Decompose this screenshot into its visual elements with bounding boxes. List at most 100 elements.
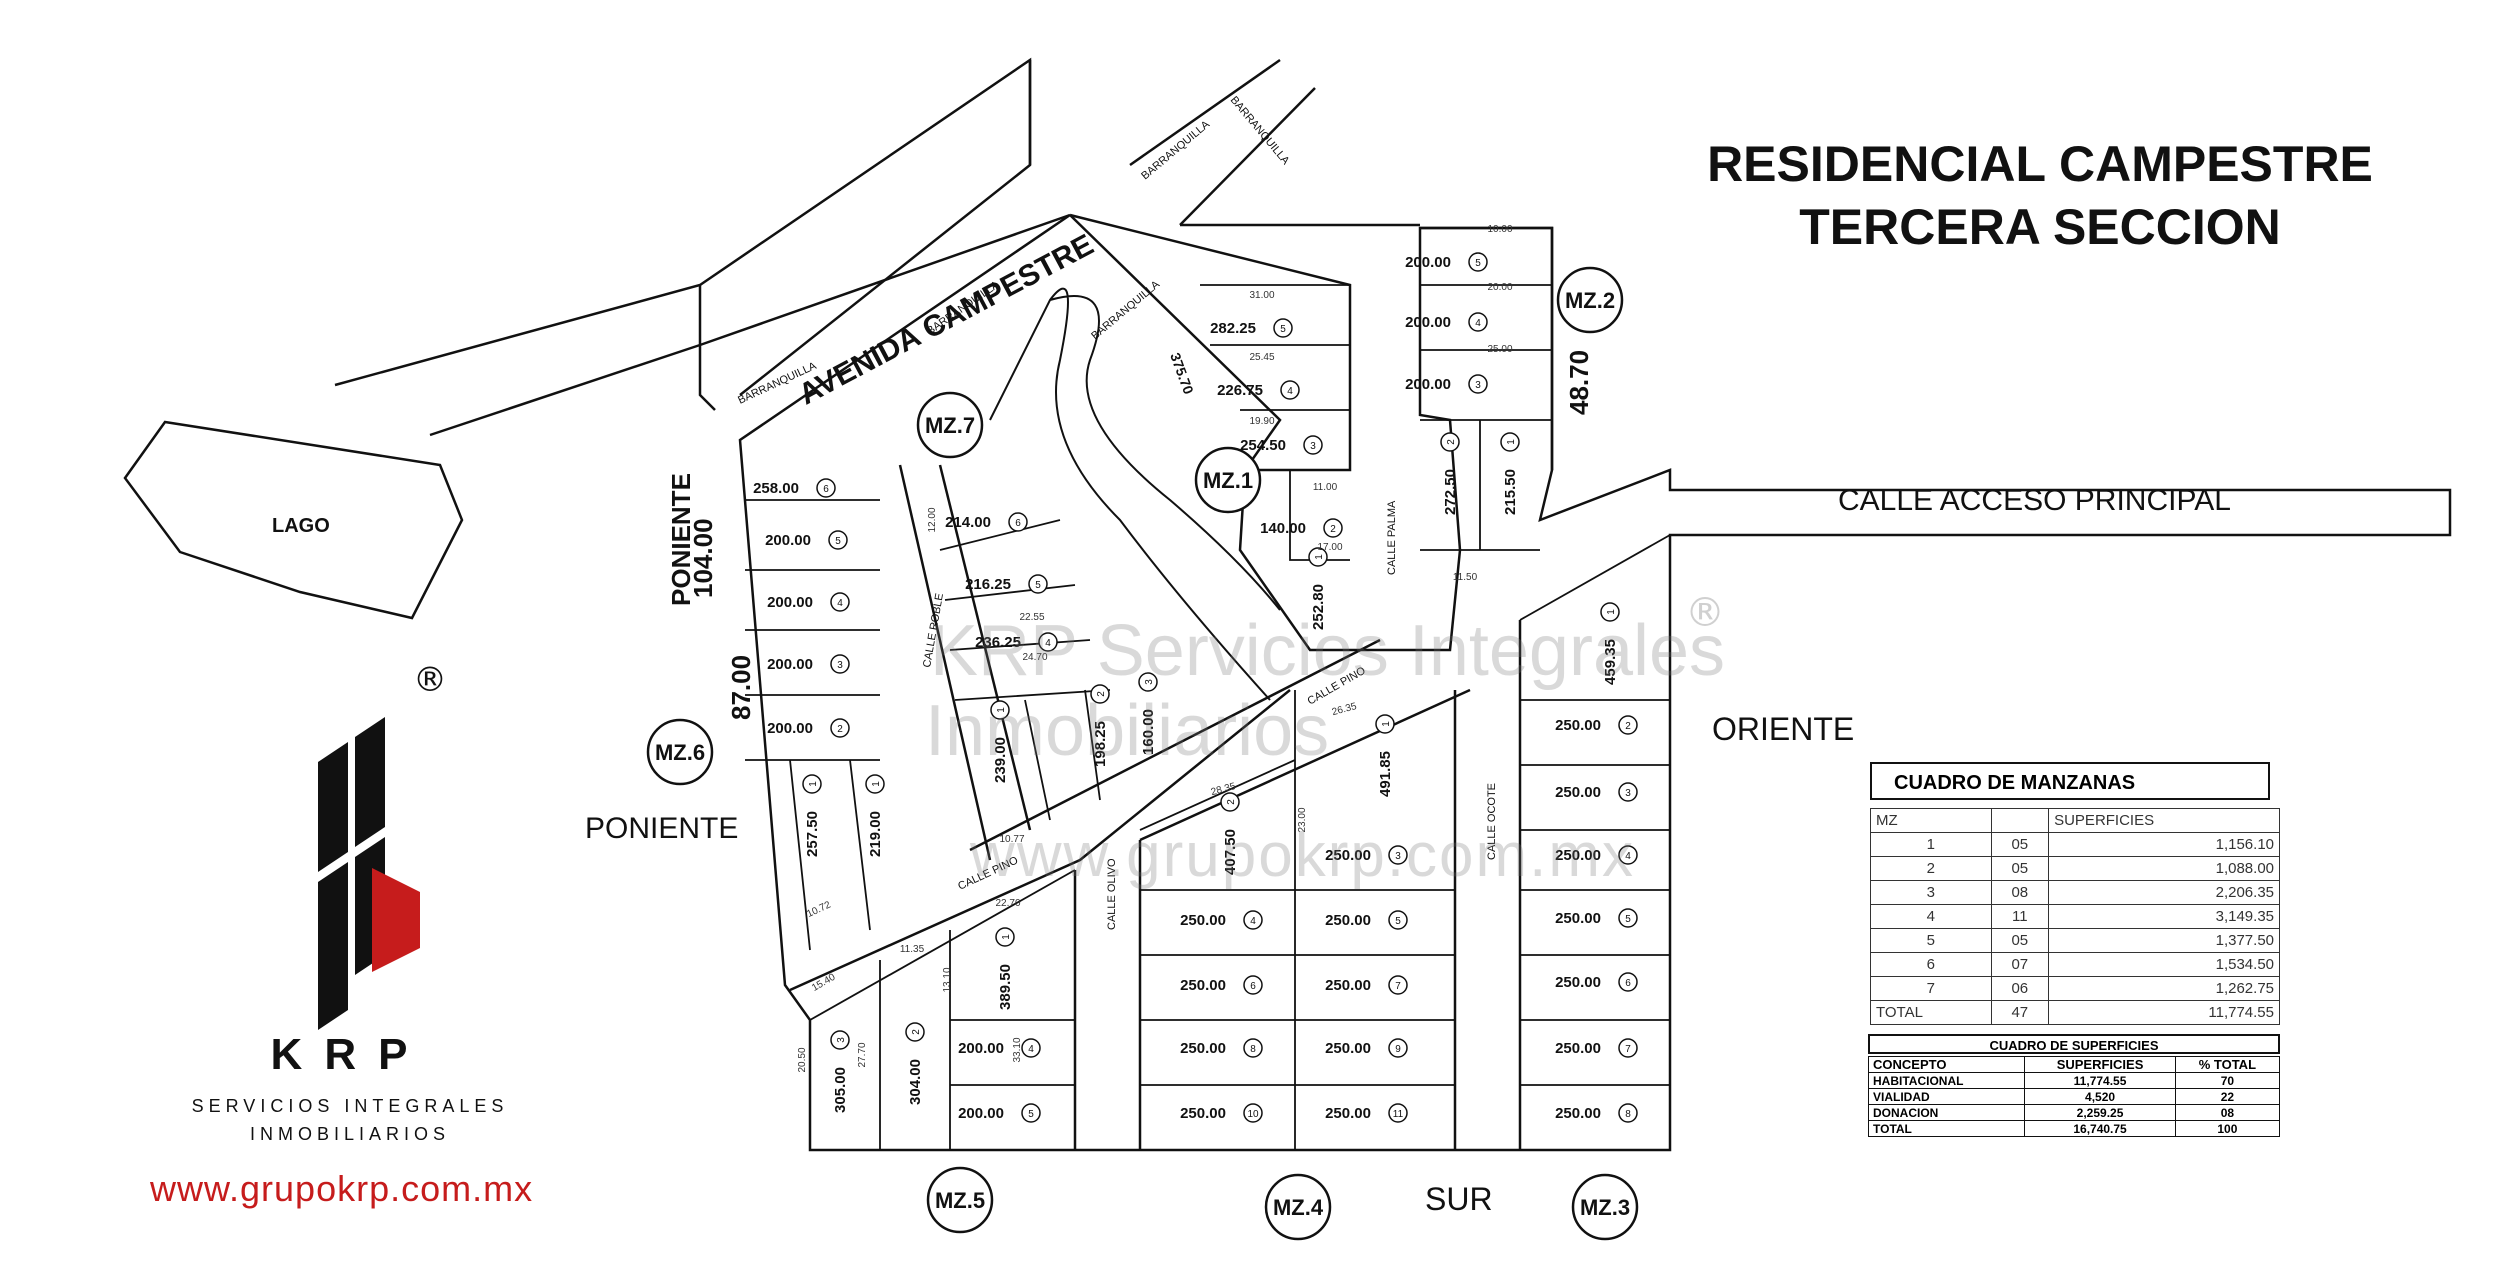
lot-area: 272.50 [1442,469,1459,515]
lot-area: 198.25 [1092,721,1109,767]
lot-number: 5 [1395,916,1401,927]
lot-label[interactable]: 200.00 3 [1405,374,1488,394]
lot-label[interactable]: 252.801 [1308,547,1328,630]
lot-number: 3 [1395,851,1401,862]
lot-number: 4 [1250,916,1256,927]
lot-area: 200.00 [1405,376,1451,393]
lot-area: 200.00 [1405,314,1451,331]
table-cell: 1,088.00 [2048,856,2280,881]
table-cell: 47 [1990,1000,2050,1025]
lot-label[interactable]: 160.003 [1138,672,1158,755]
lot-label[interactable]: 491.851 [1375,714,1395,797]
lot-label[interactable]: 215.501 [1500,432,1520,515]
lot-area: 250.00 [1180,977,1226,994]
lot-number-circle [865,774,885,794]
lot-number-circle [1388,910,1408,930]
lot-label[interactable]: 257.501 [802,774,822,857]
lot-area: 250.00 [1555,1105,1601,1122]
lot-number: 10 [1247,1109,1259,1120]
table-cell: MZ [1870,808,1992,833]
lot-label[interactable]: 239.001 [990,700,1010,783]
dim-oriente-48: 48.70 [1564,350,1594,415]
lot-number-circle [1500,432,1520,452]
logo-website-link[interactable]: www.grupokrp.com.mx [150,1168,534,1209]
lot-label[interactable]: 389.501 [995,927,1015,1010]
table-cell: 100 [2174,1120,2281,1137]
lot-label[interactable]: 272.50 2 [1440,432,1460,515]
lot-area: 252.80 [1310,584,1327,630]
mz5-label: MZ.5 [935,1188,985,1213]
dimension-label: 11.50 [1453,572,1478,583]
lot-label[interactable]: 305.003 [830,1030,850,1113]
lot-number: 1 [808,781,819,787]
lot-number: 2 [1446,439,1457,445]
dimension-label: 22.70 [995,898,1020,909]
lot-area: 236.25 [975,634,1021,651]
lot-number: 2 [837,724,843,735]
lot-number-circle [1308,547,1328,567]
lot-area: 200.00 [1405,254,1451,271]
lot-number-circle [1243,910,1263,930]
logo-brand: KRP [270,1030,430,1079]
lot-label[interactable]: 198.252 [1090,684,1110,767]
lot-area: 250.00 [1180,1040,1226,1057]
dimension-label: 20.00 [1487,282,1512,293]
lot-label[interactable]: 304.002 [905,1022,925,1105]
dimension-label: 10.77 [999,834,1024,845]
lot-number: 1 [1606,609,1617,615]
lot-number-circle [1280,380,1300,400]
lot-number-circle [1323,518,1343,538]
lot-label[interactable]: 459.351 [1600,602,1620,685]
lot-area: 258.00 [753,480,799,497]
lot-area: 254.50 [1240,437,1286,454]
lot-number: 3 [1475,380,1481,391]
mz7-label: MZ.7 [925,413,975,438]
lot-number-circle [1243,1038,1263,1058]
table-cell: 1,156.10 [2048,832,2280,857]
lot-number: 1 [1506,439,1517,445]
lot-label[interactable]: 219.001 [865,774,885,857]
lot-number-circle [1138,672,1158,692]
lot-label[interactable]: 407.502 [1220,792,1240,875]
